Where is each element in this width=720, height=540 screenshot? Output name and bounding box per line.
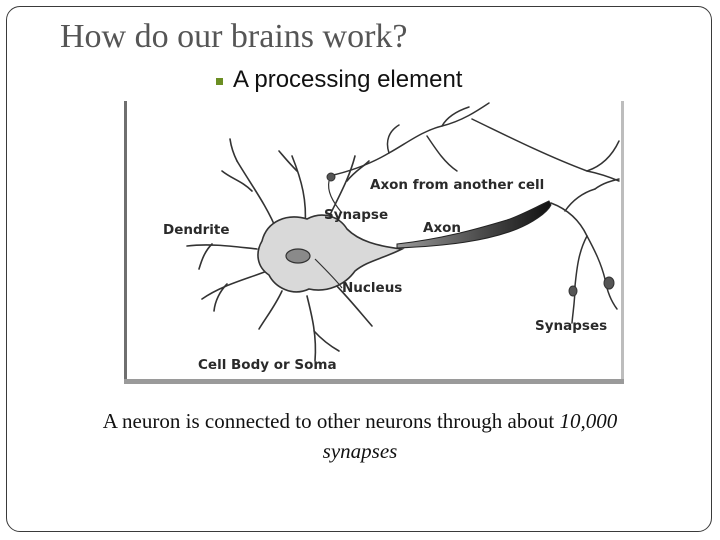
axon-terminals: [550, 178, 620, 324]
caption-synapses: synapses: [322, 439, 398, 463]
cell-body: [257, 214, 405, 293]
label-cell-body: Cell Body or Soma: [198, 357, 337, 373]
axon: [396, 200, 552, 249]
synapse-knob: [568, 285, 578, 297]
bullet-text: A processing element: [233, 66, 463, 93]
label-synapses: Synapses: [535, 318, 607, 334]
synapse-knob: [603, 276, 615, 290]
slide-caption: A neuron is connected to other neurons t…: [40, 406, 680, 466]
caption-number: 10,000: [559, 409, 618, 433]
label-synapse: Synapse: [324, 207, 388, 223]
bullet-point: A processing element: [216, 66, 462, 94]
neuron-drawing: Axon from another cell Synapse Axon Dend…: [163, 102, 620, 373]
label-nucleus: Nucleus: [342, 280, 402, 296]
figure-bottom-border: [124, 379, 624, 384]
leader-lines: [314, 180, 343, 289]
neuron-diagram: Axon from another cell Synapse Axon Dend…: [124, 101, 624, 383]
label-dendrite: Dendrite: [163, 222, 230, 238]
square-bullet-icon: [216, 77, 223, 85]
caption-text: A neuron is connected to other neurons t…: [102, 409, 560, 433]
axon-from-another-cell: [328, 102, 620, 182]
label-axon: Axon: [423, 220, 461, 236]
synapse-contact: [326, 172, 336, 182]
nucleus: [285, 248, 311, 264]
slide-title: How do our brains work?: [60, 18, 408, 55]
label-axon-from-another-cell: Axon from another cell: [370, 177, 544, 193]
